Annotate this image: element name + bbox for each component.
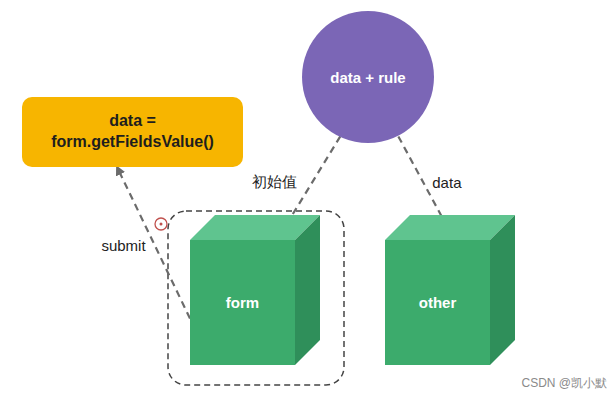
edge-label: 初始值	[249, 171, 300, 192]
cube-side-face	[295, 215, 320, 365]
cursor-dot	[160, 223, 163, 226]
cube-front-label-area: other	[385, 240, 490, 365]
code-box: data = form.getFieldsValue()	[22, 97, 243, 167]
cursor-ring	[155, 218, 167, 230]
edge-label: submit	[98, 235, 148, 254]
other-cube: other	[385, 215, 515, 365]
node-text: data + rule	[330, 69, 405, 86]
form-cube: form	[190, 215, 320, 365]
node-text: other	[419, 294, 457, 311]
cube-front-label-area: form	[190, 240, 295, 365]
node-text: data = form.getFieldsValue()	[36, 111, 229, 153]
cube-shape	[385, 215, 515, 365]
node-text: form	[226, 294, 259, 311]
source-circle: data + rule	[302, 11, 434, 143]
dashed-group-outline	[168, 211, 344, 385]
watermark: CSDN @凯小默	[521, 375, 607, 392]
edge-label: data	[429, 172, 464, 191]
cube-front-face	[190, 240, 295, 365]
cube-side-face	[490, 215, 515, 365]
cube-front-face	[385, 240, 490, 365]
cube-shape	[190, 215, 320, 365]
